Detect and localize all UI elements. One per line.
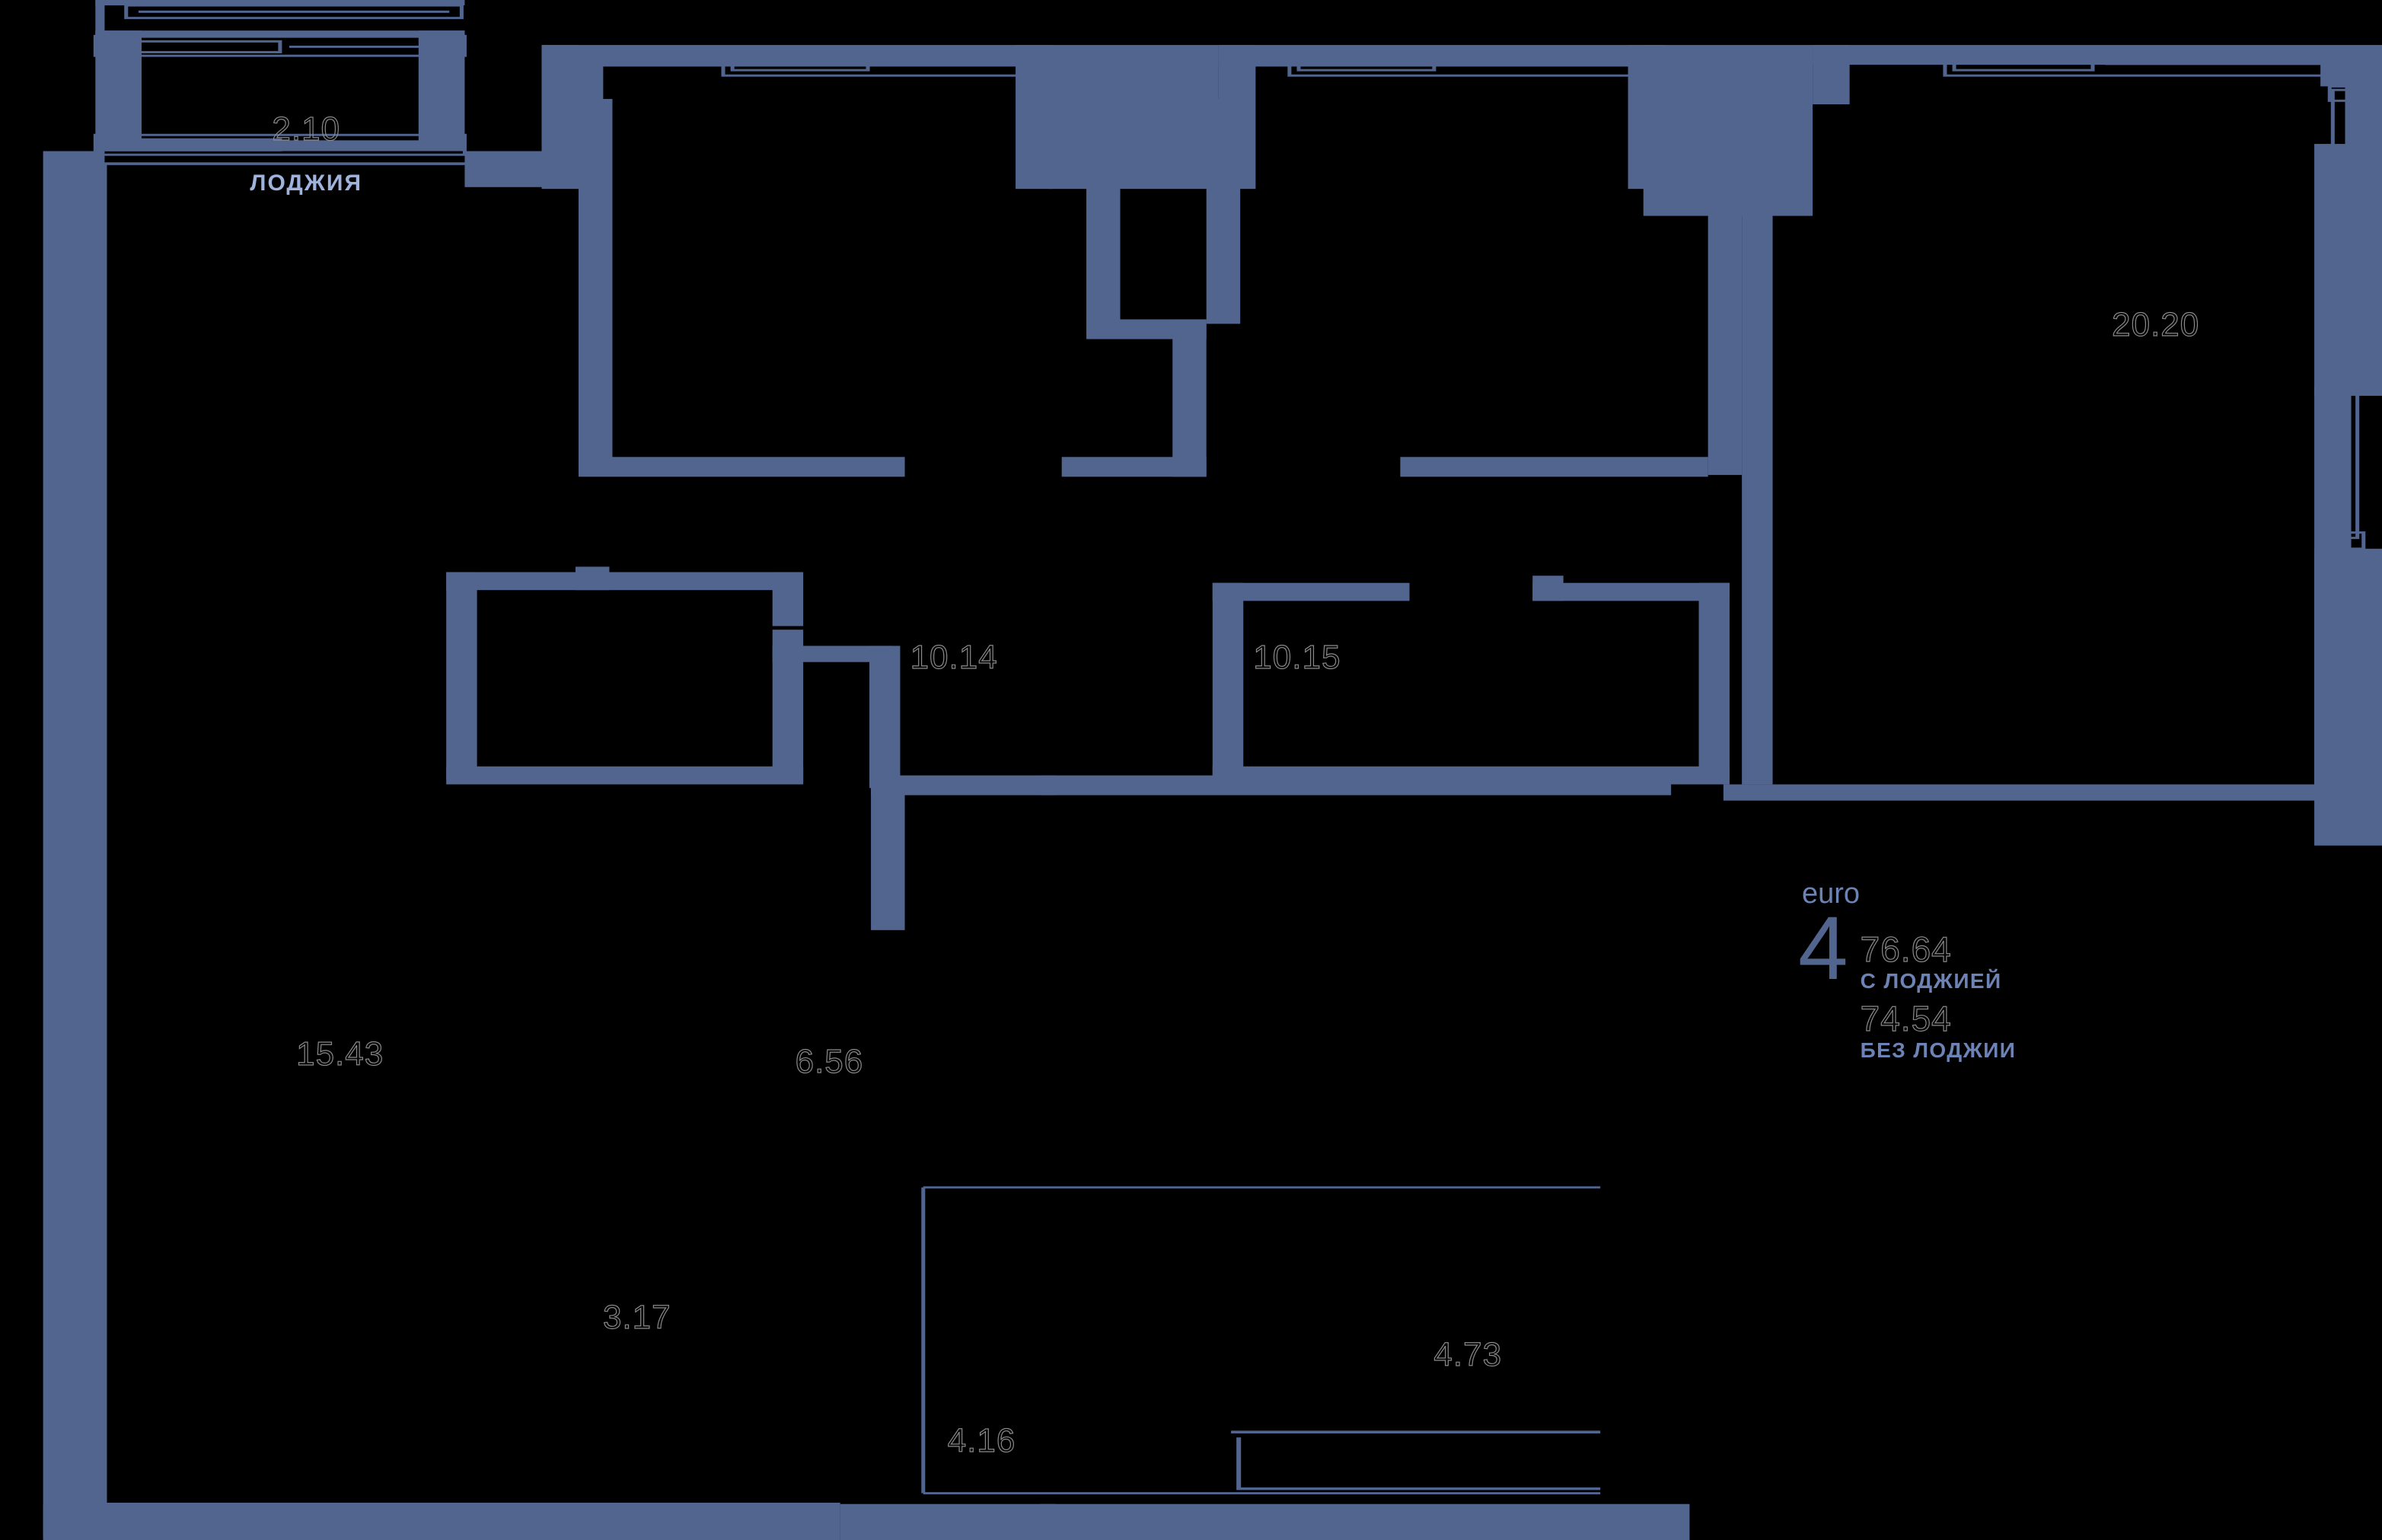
area-without-loggia-caption: БЕЗ ЛОДЖИИ — [1860, 1038, 2017, 1062]
balcony-door-upper — [2320, 59, 2372, 218]
area-label-corridor: 4.16 — [947, 1422, 1016, 1460]
room-outlines — [102, 162, 1601, 1506]
windows — [93, 4, 2382, 801]
area-without-loggia-value: 74.54 — [1860, 998, 1952, 1038]
room-name-loggia: ЛОДЖИЯ — [250, 171, 363, 196]
window-loggia-top — [124, 4, 464, 20]
rooms-count: 4 — [1798, 898, 1848, 999]
area-label-kitchen: 15.43 — [296, 1035, 384, 1073]
area-with-loggia-caption: С ЛОДЖИЕЙ — [1860, 969, 2002, 993]
euro-layout-label: euro — [1802, 878, 1861, 910]
exterior-walls — [43, 0, 2382, 1537]
window-loggia-bottom — [93, 34, 467, 156]
area-label-bathroom: 3.17 — [602, 1299, 671, 1337]
plumbing-fixtures — [1231, 1430, 1601, 1491]
area-label-wc: 4.73 — [1433, 1335, 1503, 1373]
area-label-living-room: 20.20 — [2112, 305, 2200, 343]
bathtub-fixture — [1231, 1430, 1601, 1491]
area-label-bedroom-2: 10.15 — [1253, 638, 1341, 676]
window-bedroom-1 — [721, 51, 1076, 77]
window-bedroom-2 — [1287, 51, 1643, 77]
area-label-loggia: 2.10 — [272, 110, 341, 148]
area-label-hall: 6.56 — [795, 1042, 864, 1080]
interior-walls — [43, 98, 2345, 1540]
apartment-info-block: euro 4 76.64 С ЛОДЖИЕЙ 74.54 БЕЗ ЛОДЖИИ — [1798, 879, 2125, 1069]
area-label-bedroom-1: 10.14 — [910, 638, 998, 676]
area-with-loggia-value: 76.64 — [1860, 929, 1952, 969]
balcony-door-lower — [2327, 360, 2366, 801]
